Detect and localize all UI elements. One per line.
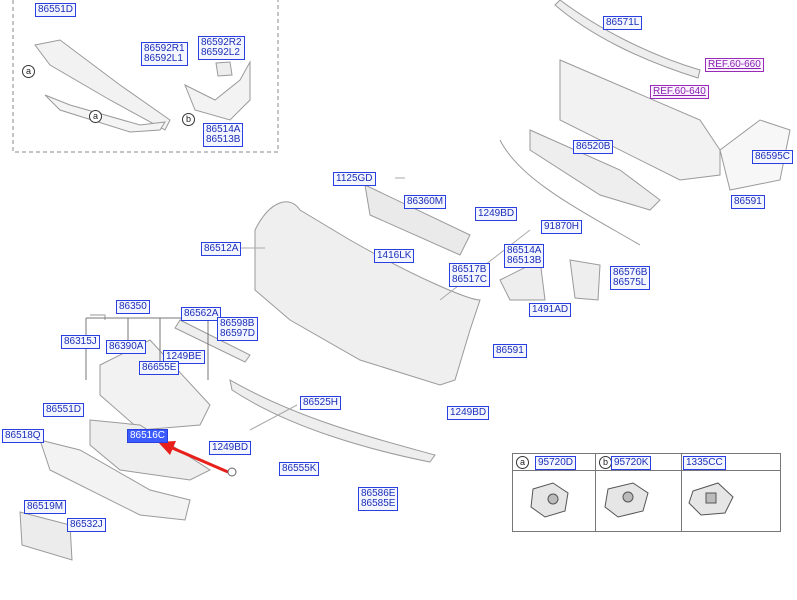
part-code: 86592L2 bbox=[201, 47, 240, 58]
part-code: 86585E bbox=[361, 498, 396, 509]
legend-table: a 95720D b 95720K 1335CC bbox=[512, 453, 781, 532]
ref-link-60-660[interactable]: REF.60-660 bbox=[705, 58, 764, 72]
bolt-marker bbox=[227, 467, 237, 477]
lower-grille-assy bbox=[39, 439, 191, 521]
bumper-beam bbox=[559, 59, 721, 181]
legend-tag-a: a bbox=[516, 456, 529, 469]
part-label-86591-b[interactable]: 86591 bbox=[493, 344, 527, 358]
radiator-grille bbox=[99, 339, 211, 431]
part-label-86518Q[interactable]: 86518Q bbox=[2, 429, 44, 443]
legend-part-drawings bbox=[530, 482, 734, 518]
part-code: 86513B bbox=[206, 134, 241, 145]
legend-part-95720K[interactable]: 95720K bbox=[611, 456, 652, 470]
wiring-91870H bbox=[499, 139, 641, 246]
strip-86562A bbox=[174, 319, 251, 363]
inset-lower-strip bbox=[44, 94, 166, 133]
part-label-91870H[interactable]: 91870H bbox=[541, 220, 583, 234]
part-label-86390A[interactable]: 86390A bbox=[106, 340, 147, 354]
callout-a-mid: a bbox=[89, 110, 102, 123]
part-label-1491AD[interactable]: 1491AD bbox=[529, 303, 572, 317]
part-code: 86517C bbox=[452, 274, 488, 285]
part-code: 86514A bbox=[206, 124, 241, 135]
part-code: 86586E bbox=[361, 488, 396, 499]
part-code: 86598B bbox=[220, 318, 255, 329]
part-label-86512A[interactable]: 86512A bbox=[201, 242, 242, 256]
side-garnish bbox=[569, 259, 601, 301]
legend-part-95720D[interactable]: 95720D bbox=[535, 456, 577, 470]
part-code: 86597D bbox=[220, 328, 256, 339]
inset-clip bbox=[215, 61, 233, 77]
inset-side-trim bbox=[184, 60, 251, 121]
legend-part-1335CC[interactable]: 1335CC bbox=[683, 456, 726, 470]
part-label-1416LK[interactable]: 1416LK bbox=[374, 249, 415, 263]
part-label-86519M[interactable]: 86519M bbox=[24, 500, 67, 514]
part-code: 86517B bbox=[452, 264, 487, 275]
part-label-86350[interactable]: 86350 bbox=[116, 300, 150, 314]
inset-lower-grille bbox=[34, 39, 171, 131]
part-label-86315J[interactable]: 86315J bbox=[61, 335, 100, 349]
part-label-86562A[interactable]: 86562A bbox=[181, 307, 222, 321]
part-code: 86575L bbox=[613, 277, 647, 288]
legend-divider bbox=[681, 454, 682, 531]
part-code: 86576B bbox=[613, 267, 648, 278]
part-label-86525H[interactable]: 86525H bbox=[300, 396, 342, 410]
part-label-86571L[interactable]: 86571L bbox=[603, 16, 643, 30]
inset-frame bbox=[12, 0, 279, 153]
callout-a-top: a bbox=[22, 65, 35, 78]
part-label-86591-a[interactable]: 86591 bbox=[731, 195, 765, 209]
part-code: 86592R2 bbox=[201, 37, 242, 48]
part-code: 86592R1 bbox=[144, 43, 185, 54]
bumper-cover bbox=[254, 201, 481, 386]
part-code: 86514A bbox=[507, 245, 542, 256]
ref-link-60-640[interactable]: REF.60-640 bbox=[650, 85, 709, 99]
part-label-86532J[interactable]: 86532J bbox=[67, 518, 106, 532]
part-label-86555K[interactable]: 86555K bbox=[279, 462, 320, 476]
callout-b: b bbox=[182, 113, 195, 126]
part-label-1249BE[interactable]: 1249BE bbox=[163, 350, 205, 364]
part-label-86595C[interactable]: 86595C bbox=[752, 150, 794, 164]
part-label-1125GD[interactable]: 1125GD bbox=[333, 172, 376, 186]
part-label-86520B[interactable]: 86520B bbox=[573, 140, 614, 154]
part-label-1249BD-c[interactable]: 1249BD bbox=[209, 441, 252, 455]
part-code: 86513B bbox=[507, 255, 542, 266]
part-label-86516C-selected[interactable]: 86516C bbox=[127, 429, 169, 443]
part-label-86551D[interactable]: 86551D bbox=[43, 403, 85, 417]
upper-bracket-86360M bbox=[364, 184, 471, 256]
part-label-86360M[interactable]: 86360M bbox=[404, 195, 447, 209]
beam-upper-strip bbox=[554, 0, 701, 79]
part-label-86655E[interactable]: 86655E bbox=[139, 361, 180, 375]
legend-divider bbox=[595, 454, 596, 531]
plate-86519M bbox=[19, 511, 73, 561]
lower-grille-86516C bbox=[89, 419, 212, 481]
absorber bbox=[529, 129, 661, 211]
part-label-86551D-top[interactable]: 86551D bbox=[35, 3, 77, 17]
legend-divider bbox=[513, 470, 780, 471]
part-label-1249BD-a[interactable]: 1249BD bbox=[475, 207, 518, 221]
part-code: 86592L1 bbox=[144, 53, 183, 64]
part-label-1249BD-b[interactable]: 1249BD bbox=[447, 406, 490, 420]
highlight-arrow bbox=[158, 441, 229, 474]
lower-lip-86555K bbox=[229, 379, 436, 463]
